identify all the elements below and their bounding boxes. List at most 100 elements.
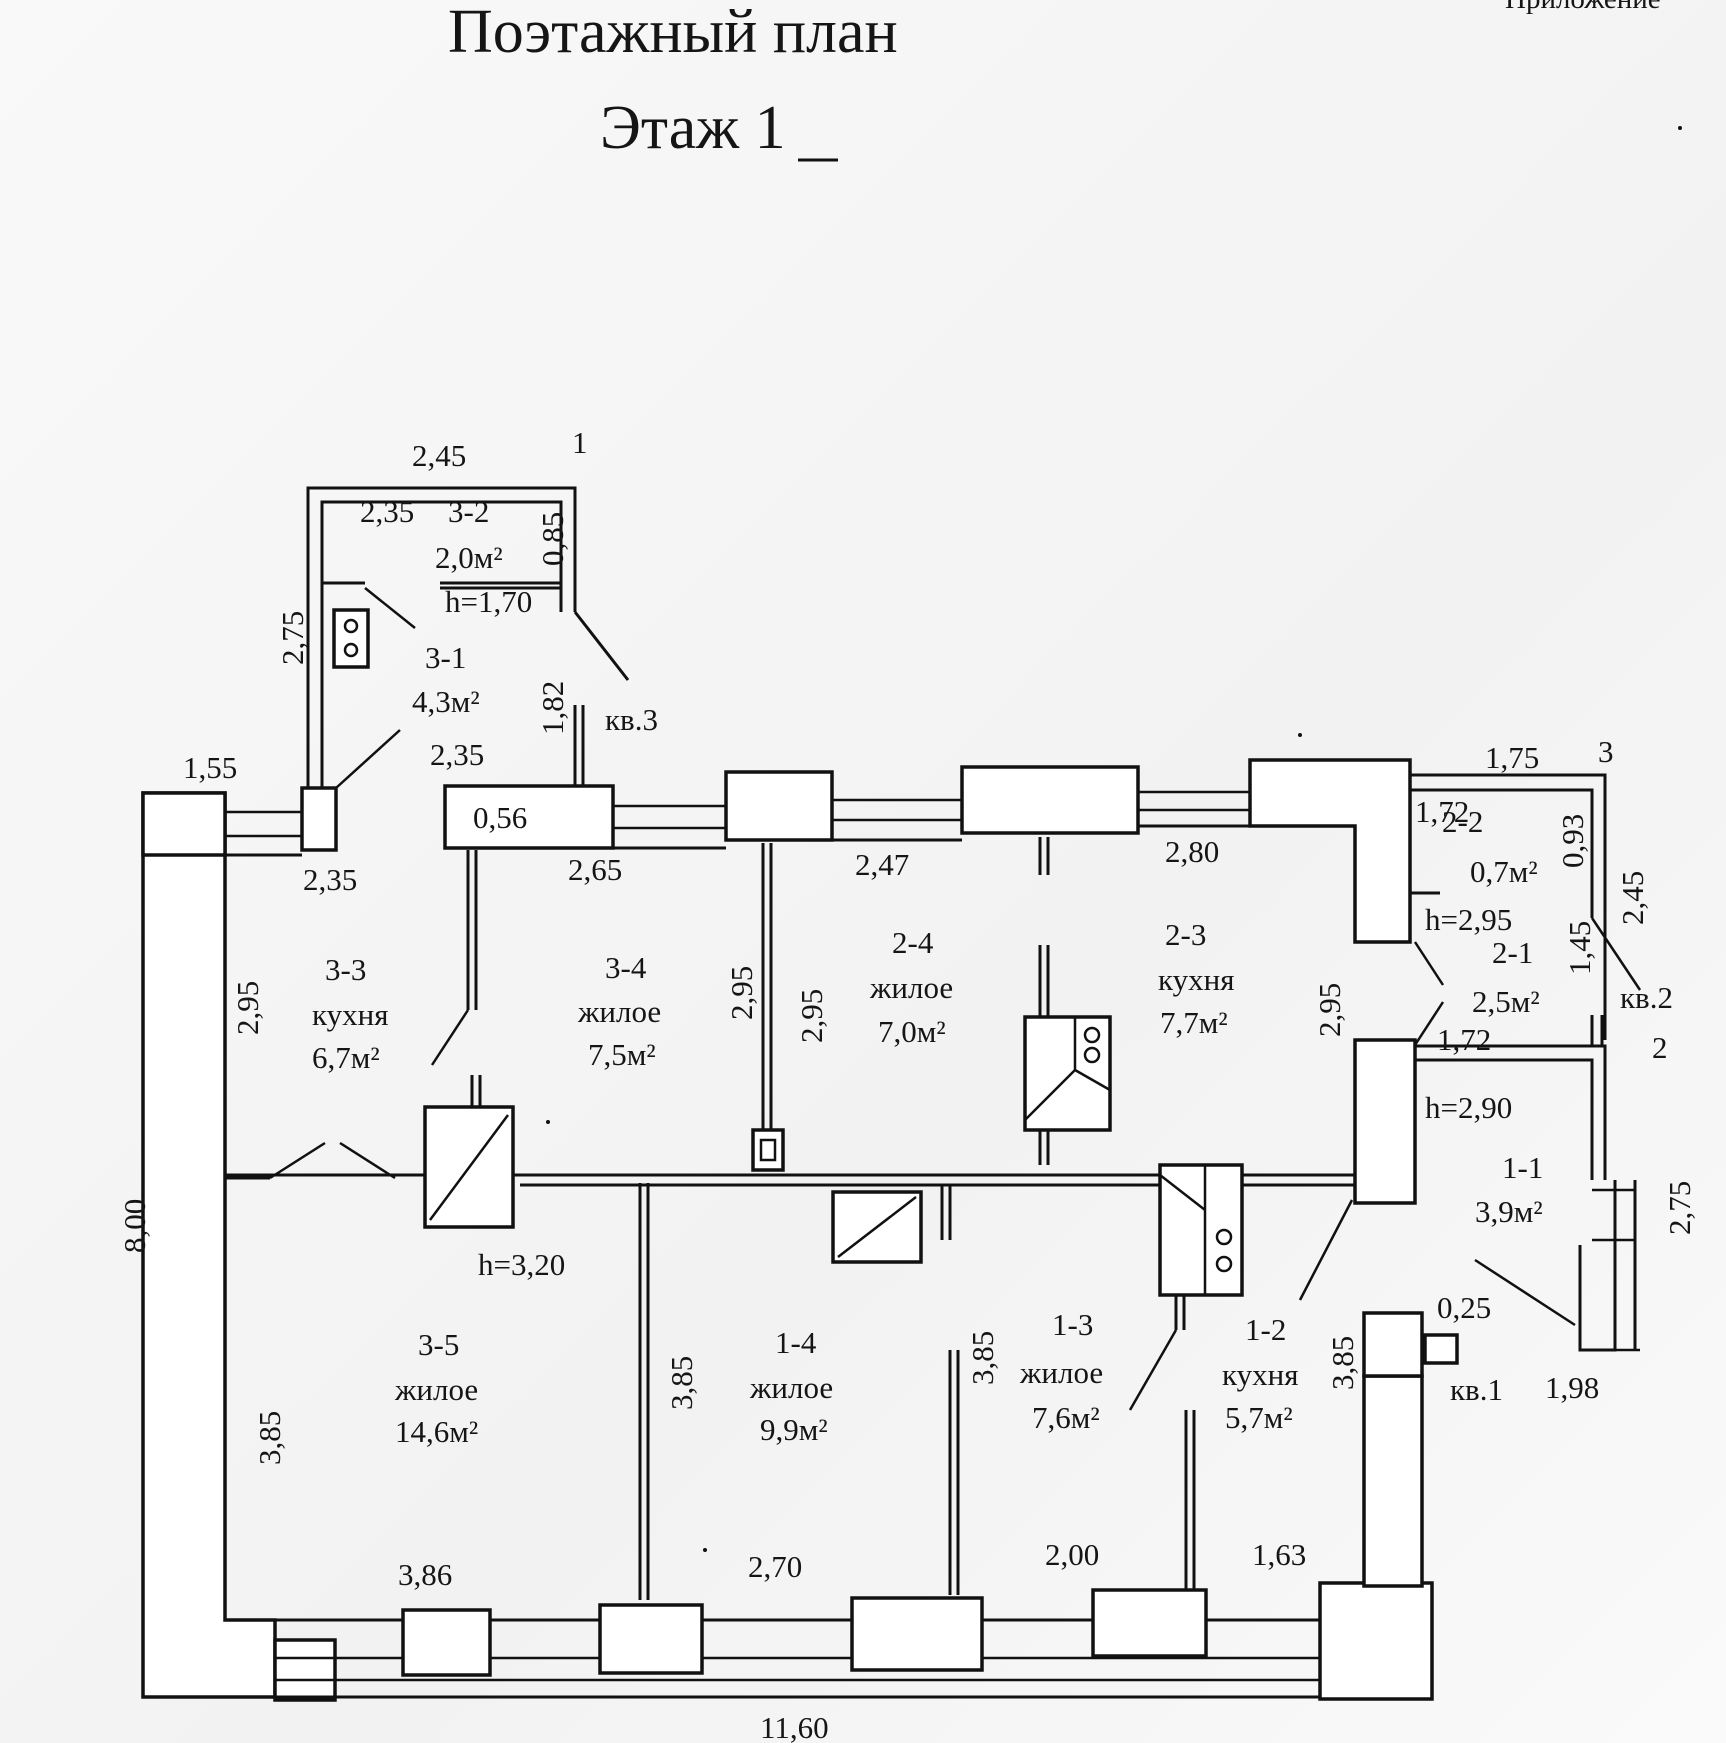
dim-0-25: 0,25 [1437,1290,1491,1325]
dim-2-80: 2,80 [1165,834,1219,869]
room-1-2-use: кухня [1222,1357,1298,1392]
corner-note: Приложение [1505,0,1661,15]
dim-3-85-1-3: 3,85 [965,1331,1000,1385]
room-2-2-area: 0,7м² [1470,854,1538,889]
stove-1-4-diag [837,1196,917,1258]
wall-1-1-east [1578,1180,1617,1352]
apartment-kv3: кв.3 [605,702,658,737]
annex-kv2-inner [1410,788,1594,918]
room-1-1-height: h=2,90 [1425,1090,1512,1125]
dim-8-00: 8,00 [117,1199,152,1253]
burner-1-3-a [1215,1228,1233,1246]
burner-2-3-a [1083,1026,1101,1044]
dim-2-35-b: 2,35 [430,737,484,772]
room-3-3-use: кухня [312,997,388,1032]
dim-1-75: 1,75 [1485,740,1539,775]
entrance-3: 3 [1598,734,1614,769]
room-2-2-number: 2-2 [1442,804,1483,839]
wall-left [141,791,277,1699]
room-2-4-number: 2-4 [892,925,934,960]
burner-3-1-b [343,642,359,658]
room-2-4-use: жилое [869,970,953,1005]
pier-n4 [960,765,1140,835]
dim-3-85-1-4: 3,85 [664,1356,699,1410]
dim-2-00: 2,00 [1045,1537,1099,1572]
room-3-1-area: 4,3м² [412,684,480,719]
stove-2-3 [1023,1015,1112,1132]
wall-se-corner [1318,1581,1434,1701]
room-2-1-number: 2-1 [1492,935,1533,970]
burner-2-3-b [1083,1046,1101,1064]
door-2-1 [1413,941,1445,986]
annex-kv2-outer [1410,773,1607,1040]
plan-title: Поэтажный план [448,0,898,66]
dim-3-85-3-5: 3,85 [252,1411,287,1465]
dim-0-85: 0,85 [535,512,570,566]
leader-kv2 [1590,917,1642,991]
entrance-2: 2 [1652,1030,1668,1065]
dim-2-45-top: 2,45 [412,438,466,473]
vent-block [751,1128,785,1172]
room-3-2-number: 3-2 [448,494,489,529]
pier-n3 [724,770,834,842]
dim-2-95-2-3: 2,95 [1312,983,1347,1037]
dim-0-93: 0,93 [1555,814,1590,868]
dim-1-45: 1,45 [1562,921,1597,975]
wall-corner-nw [141,791,227,857]
pier-e1 [1362,1311,1424,1378]
door-3-3-3-4 [430,1009,470,1066]
dim-3-86: 3,86 [398,1557,452,1592]
pier-s3 [598,1603,704,1675]
dim-2-47: 2,47 [855,847,909,882]
door-3-3-3-5-a [269,1141,326,1180]
annex-inner-wall [320,500,563,788]
door-3-3-3-5-b [339,1141,396,1180]
dim-2-75-annex: 2,75 [275,611,310,665]
pier-s5 [1091,1588,1208,1658]
vent-hole [759,1138,777,1162]
room-2-2-height: h=2,95 [1425,902,1512,937]
leader-3-1 [335,729,401,789]
room-2-3-area: 7,7м² [1160,1005,1228,1040]
main-height: h=3,20 [478,1247,565,1282]
dim-0-56: 0,56 [473,800,527,835]
floor-label: Этаж 1 [600,94,786,162]
stove-2-3-diag [1024,1069,1076,1121]
pier-s4 [850,1596,984,1672]
entrance-1: 1 [572,425,588,460]
room-3-1-number: 3-1 [425,640,466,675]
dim-1-82: 1,82 [535,681,570,735]
annex-outer-wall [306,486,577,788]
stove-central-diag [428,1114,510,1221]
room-3-4-number: 3-4 [605,950,647,985]
room-3-3-area: 6,7м² [312,1040,380,1075]
dim-2-95-3-4: 2,95 [724,966,759,1020]
door-2-1-b [1413,1001,1445,1046]
room-1-4-use: жилое [749,1370,833,1405]
dim-2-35-annex: 2,35 [360,494,414,529]
pier-s2 [401,1608,492,1677]
dim-2-95-3-3: 2,95 [230,981,265,1035]
pier-n1 [300,786,338,852]
room-2-1-area: 2,5м² [1472,984,1540,1019]
leader-1-2 [1298,1199,1354,1301]
dim-11-60: 11,60 [760,1710,829,1743]
apartment-kv2: кв.2 [1620,980,1673,1015]
door-1-3 [1128,1329,1178,1411]
room-1-4-area: 9,9м² [760,1412,828,1447]
dim-2-35-c: 2,35 [303,862,357,897]
room-2-3-number: 2-3 [1165,917,1206,952]
room-1-3-number: 1-3 [1052,1307,1093,1342]
chimney-east [1353,1038,1417,1205]
dim-2-70: 2,70 [748,1549,802,1584]
wall-1-1-north-inner [1415,1058,1594,1180]
wall-east-lower [1362,1374,1424,1588]
room-1-2-number: 1-2 [1245,1312,1286,1347]
pier-s1 [273,1638,337,1702]
burner-3-1-a [343,618,359,634]
dim-1-63: 1,63 [1252,1537,1306,1572]
room-2-4-area: 7,0м² [878,1014,946,1049]
room-2-3-use: кухня [1158,962,1234,997]
